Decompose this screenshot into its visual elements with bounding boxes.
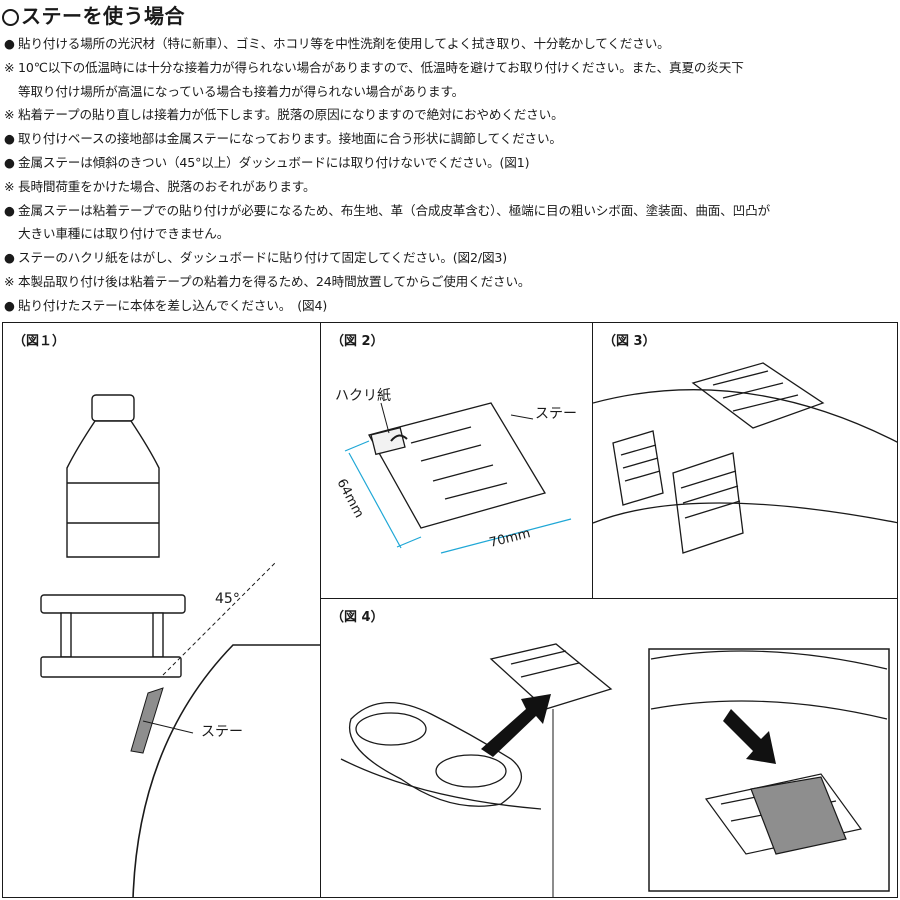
bullet-marker: ●	[4, 297, 15, 313]
note-text: 取り付けベースの接地部は金属ステーになっております。接地面に合う形状に調節してく…	[18, 131, 562, 147]
note-text: 大きい車種には取り付けできません。	[18, 226, 230, 242]
dashboard-edge	[132, 644, 321, 897]
stay-leader	[510, 414, 534, 420]
note-text: 金属ステーは粘着テープでの貼り付けが必要になるため、布生地、革（合成皮革含む）、…	[18, 202, 771, 218]
note-text: 長時間荷重をかけた場合、脱落のおそれがあります。	[18, 178, 316, 194]
note-text: 貼り付けたステーに本体を差し込んでください。 (図4)	[18, 297, 328, 313]
note-item: ※10℃以下の低温時には十分な接着力が得られない場合がありますので、低温時を避け…	[4, 56, 898, 80]
bullet-marker: ●	[4, 131, 15, 147]
note-marker: ※	[4, 273, 15, 289]
page-title: ステーを使う場合	[2, 0, 185, 29]
inset-release-paper	[750, 776, 847, 855]
note-item-continued: 等取り付け場所が高温になっている場合も接着力が得られない場合があります。	[4, 80, 898, 104]
note-text: 10℃以下の低温時には十分な接着力が得られない場合がありますので、低温時を避けて…	[18, 59, 744, 75]
note-text: 粘着テープの貼り直しは接着力が低下します。脱落の原因になりますので絶対におやめく…	[18, 107, 564, 123]
figure-3-illustration	[593, 362, 897, 554]
note-marker: ※	[4, 107, 15, 123]
dashboard-panel	[593, 502, 897, 524]
note-item: ●金属ステーは粘着テープでの貼り付けが必要になるため、布生地、革（合成皮革含む）…	[4, 199, 898, 223]
figure-2-panel: （図 2） ハクリ紙 ステー 64mm 70mm	[320, 322, 594, 600]
figure-1-illustration	[40, 394, 321, 897]
angle-label: 45°	[215, 591, 240, 607]
detail-inset	[648, 648, 890, 892]
figure-2-illustration	[344, 402, 572, 554]
holder-column-right	[152, 612, 164, 658]
bullet-marker: ●	[4, 202, 15, 218]
holder-top	[40, 594, 186, 614]
release-paper	[370, 426, 406, 456]
stay-label: ステー	[535, 406, 577, 422]
holder-base	[40, 656, 182, 678]
stay-leader-line	[142, 720, 194, 734]
note-marker: ※	[4, 178, 15, 194]
note-item: ※粘着テープの貼り直しは接着力が低下します。脱落の原因になりますので絶対におやめ…	[4, 103, 898, 127]
note-item: ●貼り付ける場所の光沢材（特に新車）、ゴミ、ホコリ等を中性洗剤を使用してよく拭き…	[4, 32, 898, 56]
figure-3-panel: （図 3）	[592, 322, 898, 600]
stay-plate	[368, 402, 546, 529]
note-item: ※長時間荷重をかけた場合、脱落のおそれがあります。	[4, 175, 898, 199]
angle-guide-line	[162, 562, 276, 676]
holder-column-left	[60, 612, 72, 658]
note-item: ●ステーのハクリ紙をはがし、ダッシュボードに貼り付けて固定してください。(図2/…	[4, 246, 898, 270]
figure-3-label: （図 3）	[603, 334, 656, 349]
note-item: ●金属ステーは傾斜のきつい（45°以上）ダッシュボードには取り付けないでください…	[4, 151, 898, 175]
release-paper-label: ハクリ紙	[335, 388, 391, 404]
note-text: 等取り付け場所が高温になっている場合も接着力が得られない場合があります。	[18, 83, 465, 99]
inset-down-arrow	[723, 709, 776, 764]
figure-4-panel: （図 4）	[320, 598, 898, 898]
width-dimension-line	[440, 518, 572, 554]
bullet-marker: ●	[4, 36, 15, 51]
note-text: 貼り付ける場所の光沢材（特に新車）、ゴミ、ホコリ等を中性洗剤を使用してよく拭き取…	[18, 36, 670, 51]
note-item: ●取り付けベースの接地部は金属ステーになっております。接地面に合う形状に調節して…	[4, 127, 898, 151]
bottle-cap	[91, 394, 135, 422]
figure-1-label: （図１）	[13, 334, 66, 349]
circle-icon	[2, 9, 19, 26]
air-vent-left	[612, 430, 664, 506]
note-text: 金属ステーは傾斜のきつい（45°以上）ダッシュボードには取り付けないでください。…	[18, 154, 530, 170]
note-item: ●貼り付けたステーに本体を差し込んでください。 (図4)	[4, 294, 898, 318]
bullet-marker: ●	[4, 154, 15, 170]
page-title-text: ステーを使う場合	[21, 4, 185, 28]
release-arrow	[390, 434, 408, 442]
height-dimension-line	[348, 452, 402, 549]
stay-strip	[130, 687, 164, 754]
instruction-list: ●貼り付ける場所の光沢材（特に新車）、ゴミ、ホコリ等を中性洗剤を使用してよく拭き…	[4, 32, 898, 318]
bottle-body	[66, 420, 160, 558]
note-text: 本製品取り付け後は粘着テープの粘着力を得るため、24時間放置してからご使用くださ…	[18, 273, 531, 289]
note-marker: ※	[4, 59, 15, 75]
note-item: ※本製品取り付け後は粘着テープの粘着力を得るため、24時間放置してからご使用くだ…	[4, 270, 898, 294]
figure-4-label: （図 4）	[331, 610, 384, 625]
figure-4-illustration	[340, 643, 890, 897]
bullet-marker: ●	[4, 250, 15, 266]
stay-plate	[489, 643, 613, 710]
insert-arrow	[481, 694, 551, 757]
stay-label: ステー	[201, 724, 243, 740]
dashboard-surface	[593, 389, 897, 443]
release-paper-leader	[380, 402, 390, 434]
note-item-continued: 大きい車種には取り付けできません。	[4, 222, 898, 246]
note-text: ステーのハクリ紙をはがし、ダッシュボードに貼り付けて固定してください。(図2/図…	[18, 250, 508, 266]
figure-2-label: （図 2）	[331, 334, 384, 349]
figure-1-panel: （図１） 45° ステー	[2, 322, 322, 898]
